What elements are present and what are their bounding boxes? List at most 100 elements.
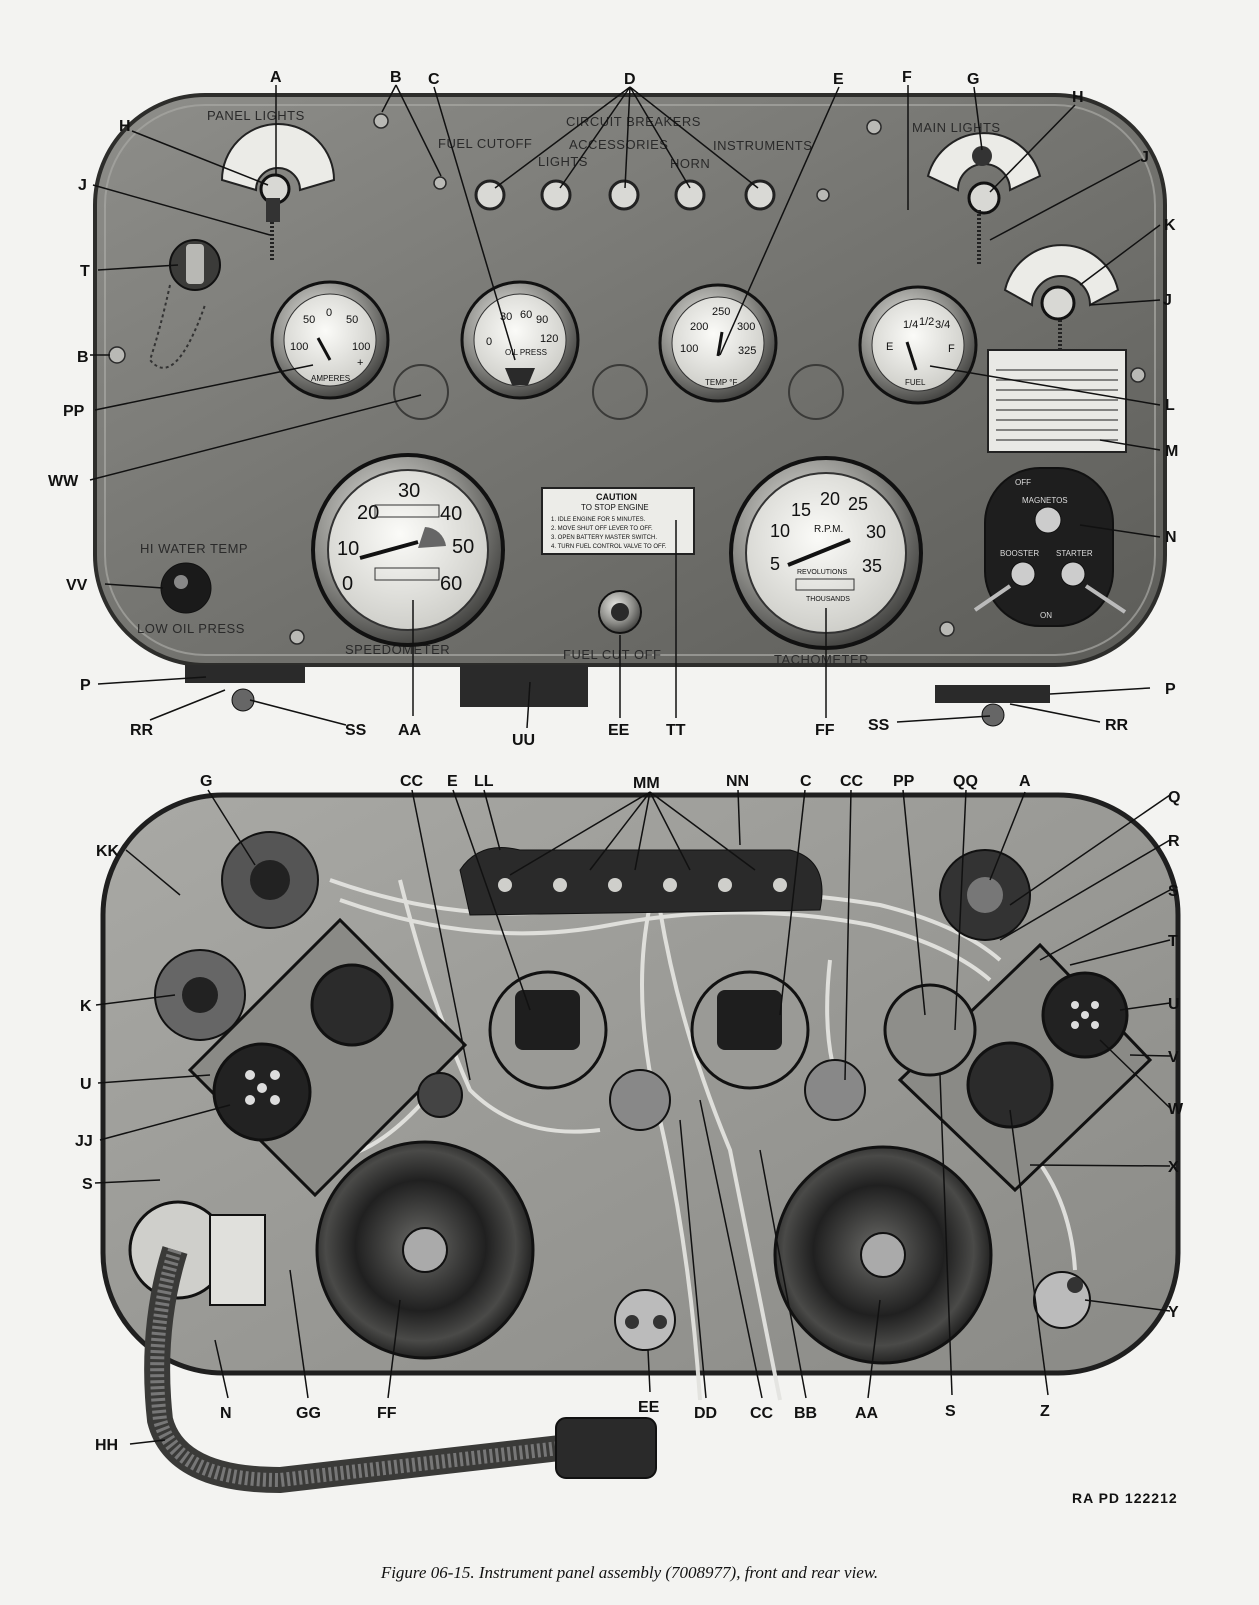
callout-A: A bbox=[270, 69, 282, 86]
callout-J-left: J bbox=[78, 177, 87, 194]
breaker-fuel-cutoff[interactable] bbox=[474, 179, 506, 211]
rear-callout-CC-right: CC bbox=[840, 773, 864, 790]
mounting-brackets bbox=[185, 665, 1050, 727]
svg-text:200: 200 bbox=[690, 321, 708, 333]
breaker-accessories[interactable] bbox=[608, 179, 640, 211]
tach-15: 15 bbox=[791, 500, 811, 520]
label-tachometer: TACHOMETER bbox=[774, 652, 869, 667]
rear-callout-LL: LL bbox=[474, 773, 494, 790]
ammeter-label: AMPERES bbox=[311, 374, 350, 383]
caution-line-3: 3. OPEN BATTERY MASTER SWITCH. bbox=[551, 535, 657, 541]
svg-text:250: 250 bbox=[712, 306, 730, 318]
magneto-booster-switch[interactable]: OFF MAGNETOS BOOSTER STARTER ON bbox=[973, 467, 1127, 627]
label-horn: HORN bbox=[670, 156, 710, 171]
speedo-60: 60 bbox=[440, 573, 462, 595]
callout-SS-left: SS bbox=[345, 722, 367, 739]
cable-assembly bbox=[128, 1200, 657, 1494]
circuit-breakers[interactable] bbox=[474, 179, 776, 211]
rear-callout-PP: PP bbox=[893, 773, 915, 790]
svg-text:100: 100 bbox=[680, 343, 698, 355]
rear-switch-fuel-oil bbox=[154, 949, 246, 1041]
svg-text:120: 120 bbox=[540, 333, 558, 345]
front-callouts: A B C D E F G H H J J K T J B PP L M WW … bbox=[48, 69, 1178, 749]
front-leader-lines bbox=[89, 84, 1161, 729]
rear-callout-JJ: JJ bbox=[75, 1133, 93, 1150]
callout-TT: TT bbox=[666, 722, 686, 739]
callout-L: L bbox=[1165, 397, 1175, 414]
rear-callout-N: N bbox=[220, 1405, 232, 1422]
callout-B-left: B bbox=[77, 349, 89, 366]
svg-text:1/2: 1/2 bbox=[919, 316, 934, 328]
label-circuit-breakers: CIRCUIT BREAKERS bbox=[566, 114, 701, 129]
svg-text:50: 50 bbox=[346, 314, 358, 326]
svg-text:60: 60 bbox=[520, 309, 532, 321]
rear-leader-lines bbox=[94, 789, 1171, 1445]
rear-callout-AA: AA bbox=[855, 1405, 879, 1422]
callout-FF: FF bbox=[815, 722, 835, 739]
panel-lights-switch[interactable] bbox=[220, 123, 336, 262]
rear-callout-EE: EE bbox=[638, 1399, 660, 1416]
caution-plate-right bbox=[987, 349, 1127, 453]
caution-plate-stop-engine: CAUTION TO STOP ENGINE 1. IDLE ENGINE FO… bbox=[541, 487, 695, 555]
rear-callout-HH: HH bbox=[95, 1437, 118, 1454]
temperature-label: TEMP °F bbox=[705, 378, 738, 387]
svg-text:+: + bbox=[357, 357, 363, 369]
rear-callout-S-left: S bbox=[82, 1176, 93, 1193]
caution-line-2: 2. MOVE SHUT OFF LEVER TO OFF. bbox=[551, 526, 653, 532]
speedo-10: 10 bbox=[337, 538, 359, 560]
callout-RR-left: RR bbox=[130, 722, 154, 739]
rear-callout-CC-bottom: CC bbox=[750, 1405, 774, 1422]
callout-F: F bbox=[902, 69, 912, 86]
figure-caption: Figure 06-15. Instrument panel assembly … bbox=[380, 1563, 879, 1582]
terminal-block bbox=[459, 847, 823, 916]
rear-callout-E: E bbox=[447, 773, 458, 790]
caution-line-1: 1. IDLE ENGINE FOR 5 MINUTES. bbox=[551, 517, 646, 523]
breaker-instruments[interactable] bbox=[744, 179, 776, 211]
rear-view: G CC E LL MM NN C CC PP QQ A Q R S T U V… bbox=[75, 773, 1184, 1494]
tach-unit: R.P.M. bbox=[814, 524, 843, 535]
speedo-0: 0 bbox=[342, 573, 353, 595]
blank-gauge-openings bbox=[393, 364, 844, 420]
rear-callouts: G CC E LL MM NN C CC PP QQ A Q R S T U V… bbox=[75, 773, 1184, 1454]
speedometer-housing-rear bbox=[773, 1145, 993, 1365]
speedo-30: 30 bbox=[398, 480, 420, 502]
rear-callout-A: A bbox=[1019, 773, 1031, 790]
callout-PP: PP bbox=[63, 403, 85, 420]
rear-callout-CC-left: CC bbox=[400, 773, 424, 790]
rear-gauge-bodies bbox=[417, 970, 977, 1131]
callout-B: B bbox=[390, 69, 402, 86]
callout-P-left: P bbox=[80, 677, 91, 694]
callout-T: T bbox=[80, 263, 90, 280]
rear-callout-DD: DD bbox=[694, 1405, 717, 1422]
connector-flange-right bbox=[897, 942, 1153, 1193]
caution-subtitle: TO STOP ENGINE bbox=[581, 503, 649, 512]
label-on: ON bbox=[1040, 611, 1052, 620]
svg-text:1/4: 1/4 bbox=[903, 319, 918, 331]
callout-G: G bbox=[967, 71, 979, 88]
label-booster: BOOSTER bbox=[1000, 549, 1039, 558]
rear-callout-U-left: U bbox=[80, 1076, 92, 1093]
breaker-horn[interactable] bbox=[674, 179, 706, 211]
svg-text:100: 100 bbox=[290, 341, 308, 353]
callout-SS-right: SS bbox=[868, 717, 890, 734]
svg-text:100: 100 bbox=[352, 341, 370, 353]
main-lights-switch[interactable] bbox=[926, 132, 1042, 265]
callout-C: C bbox=[428, 71, 440, 88]
svg-text:0: 0 bbox=[326, 307, 332, 319]
fuel-cut-off-knob[interactable] bbox=[598, 590, 642, 634]
rear-switch-panel-lights bbox=[221, 831, 319, 929]
connector-flange-left bbox=[187, 917, 468, 1198]
fuel-oil-switch[interactable] bbox=[1003, 244, 1120, 365]
rear-callout-S-bottom: S bbox=[945, 1403, 956, 1420]
speedo-50: 50 bbox=[452, 536, 474, 558]
svg-text:F: F bbox=[948, 343, 955, 355]
rear-callout-S-top: S bbox=[1168, 883, 1179, 900]
rear-callout-KK: KK bbox=[96, 843, 120, 860]
breaker-lights[interactable] bbox=[540, 179, 572, 211]
rear-callout-GG: GG bbox=[296, 1405, 321, 1422]
label-fuel-cutoff: FUEL CUTOFF bbox=[438, 136, 532, 151]
svg-text:90: 90 bbox=[536, 314, 548, 326]
speedo-40: 40 bbox=[440, 503, 462, 525]
